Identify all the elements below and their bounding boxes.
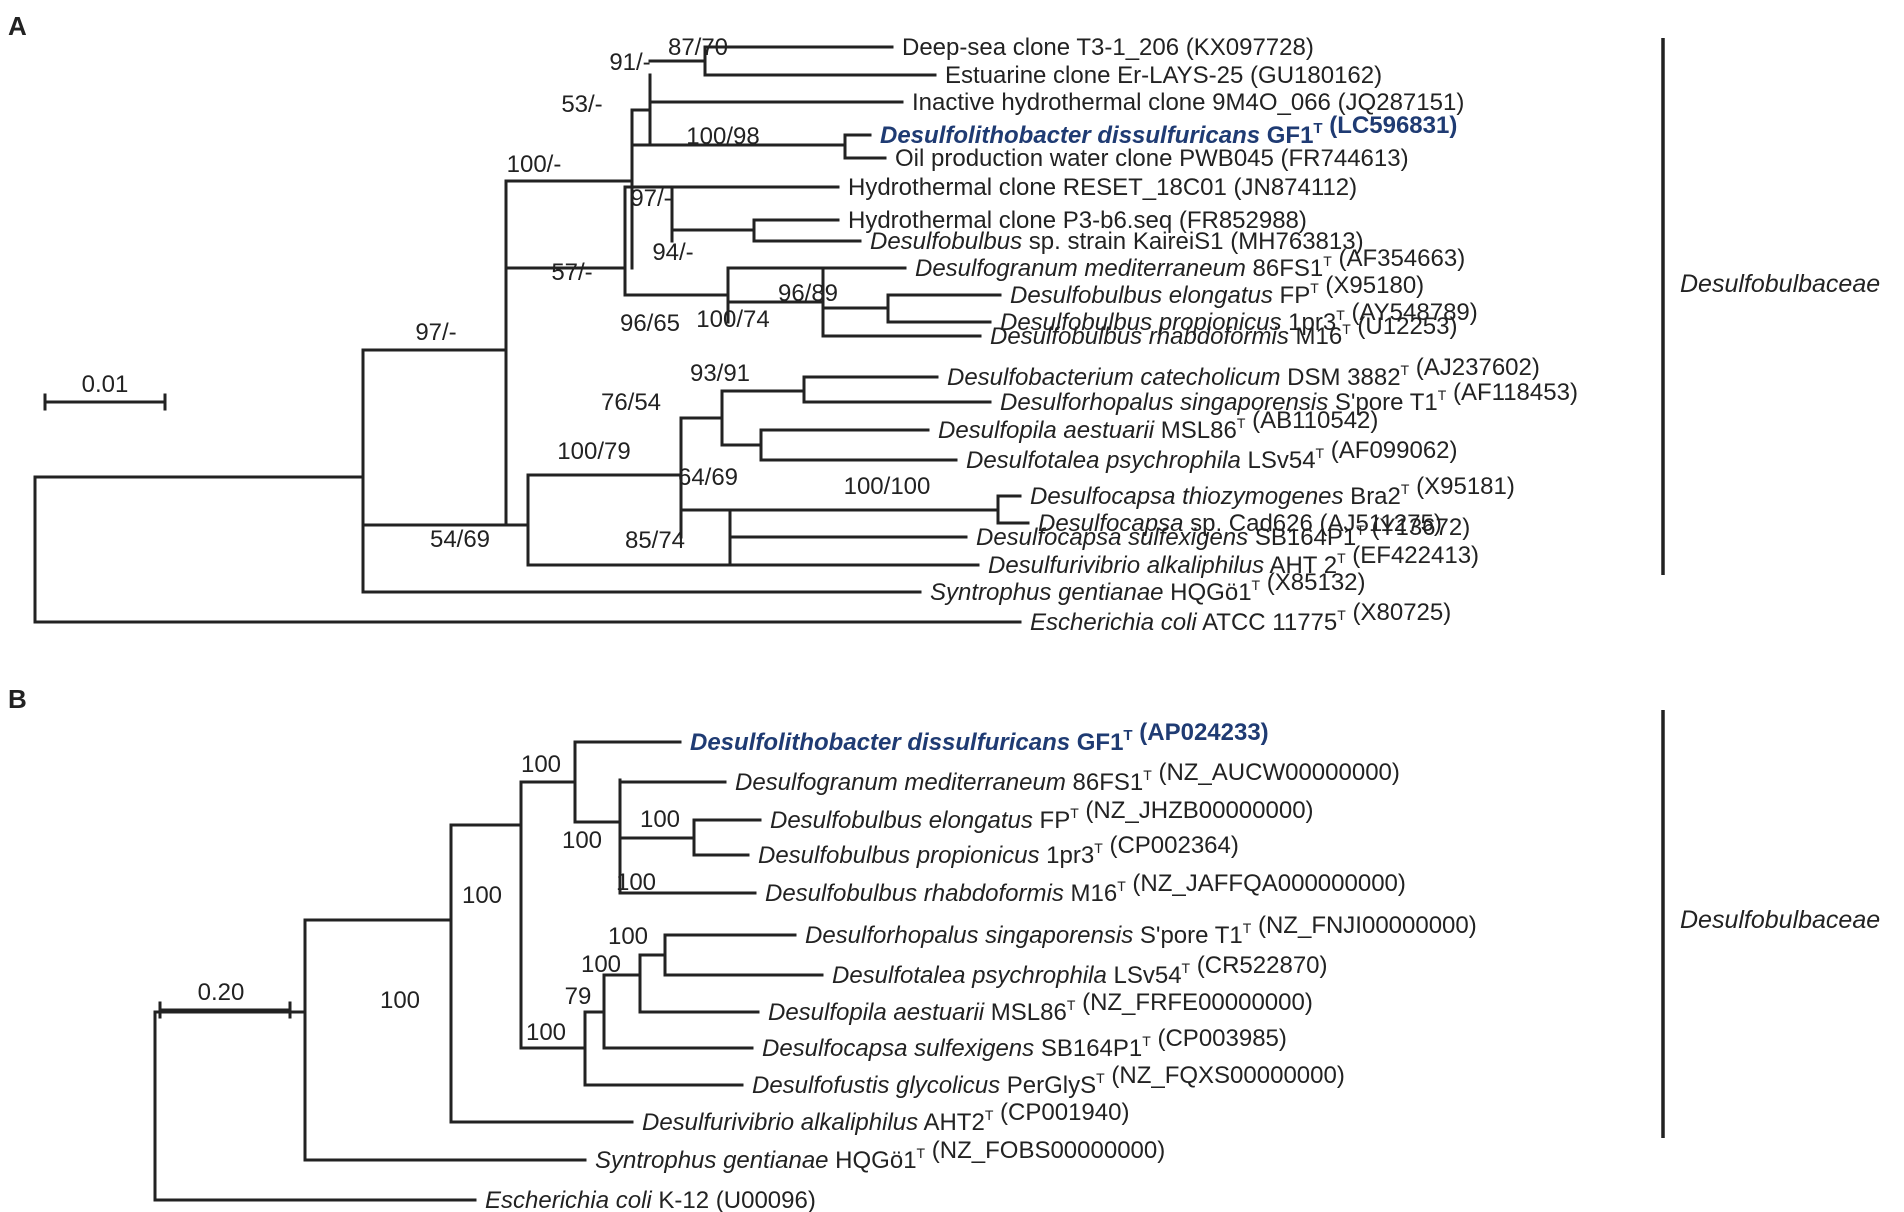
tip-label: Desulfobulbus rhabdoformis M16T (U12253) — [990, 313, 1457, 350]
panel-a-family-label: Desulfobulbaceae — [1680, 270, 1880, 298]
support-value: 93/91 — [690, 360, 750, 387]
support-value: 100/98 — [686, 123, 759, 150]
support-value: 100 — [521, 751, 561, 778]
support-value: 57/- — [551, 259, 592, 286]
support-value: 53/- — [561, 91, 602, 118]
tip-label: Desulfobulbus propionicus 1pr3T (CP00236… — [758, 832, 1239, 869]
tip-label: Desulfotalea psychrophila LSv54T (AF0990… — [966, 437, 1458, 474]
tip-label: Desulfocapsa thiozymogenes Bra2T (X95181… — [1030, 473, 1515, 510]
tip-label: Desulfobulbus rhabdoformis M16T (NZ_JAFF… — [765, 870, 1406, 907]
panel-b-branches — [153, 740, 824, 1202]
panel-a-scale-bar: 0.01 — [43, 371, 167, 411]
support-value: 96/65 — [620, 310, 680, 337]
tip-label: Desulfotalea psychrophila LSv54T (CR5228… — [832, 952, 1328, 989]
panel-a-letter: A — [8, 11, 27, 41]
support-value: 100/79 — [557, 438, 630, 465]
support-value: 87/70 — [668, 34, 728, 61]
panel-b-scale-label: 0.20 — [198, 979, 245, 1006]
panel-a-branches — [33, 45, 1030, 624]
support-value: 85/74 — [625, 527, 685, 554]
tip-label: Desulfogranum mediterraneum 86FS1T (AF35… — [915, 245, 1465, 282]
tip-label: Desulfocapsa sp. Cad626 (AJ511275) — [1038, 510, 1442, 537]
support-value: 91/- — [609, 49, 650, 76]
support-value: 100/74 — [696, 306, 769, 333]
tip-label: Hydrothermal clone RESET_18C01 (JN874112… — [848, 174, 1357, 201]
tip-label: Desulfocapsa sulfexigens SB164P1T (Y1367… — [976, 514, 1470, 551]
tip-label: Desulfopila aestuarii MSL86T (NZ_FRFE000… — [768, 989, 1313, 1026]
tip-label: Estuarine clone Er-LAYS-25 (GU180162) — [945, 62, 1382, 89]
support-value: 100 — [562, 827, 602, 854]
panel-a-supports: 87/70 91/- 53/- 100/98 100/- 97/- 94/- 57/- 96/8… — [415, 34, 930, 554]
tip-label: Desulfogranum mediterraneum 86FS1T (NZ_A… — [735, 759, 1400, 796]
tip-label: Desulfolithobacter dissulfuricans GF1T (… — [690, 719, 1269, 756]
tip-label: Escherichia coli ATCC 11775T (X80725) — [1030, 599, 1451, 636]
tip-label: Desulfolithobacter dissulfuricans GF1T (… — [880, 112, 1457, 149]
support-value: 79 — [565, 983, 592, 1010]
tip-label: Inactive hydrothermal clone 9M4O_066 (JQ… — [912, 89, 1464, 116]
support-value: 97/- — [415, 319, 456, 346]
tip-label: Desulfobulbus sp. strain KaireiS1 (MH763… — [870, 228, 1364, 255]
tip-label: Desulfobulbus elongatus FPT (X95180) — [1010, 272, 1424, 309]
tip-label: Deep-sea clone T3-1_206 (KX097728) — [902, 34, 1314, 61]
support-value: 96/89 — [778, 280, 838, 307]
support-value: 76/54 — [601, 389, 661, 416]
panel-b-scale-bar: 0.20 — [158, 979, 292, 1019]
support-value: 100/- — [507, 151, 562, 178]
tip-label: Desulforhopalus singaporensis S'pore T1T… — [805, 912, 1477, 949]
support-value: 100 — [616, 869, 656, 896]
tip-label: Desulfurivibrio alkaliphilus AHT2T (CP00… — [642, 1099, 1129, 1136]
support-value: 54/69 — [430, 526, 490, 553]
tip-label: Hydrothermal clone P3-b6.seq (FR852988) — [848, 207, 1307, 234]
tip-label: Desulfocapsa sulfexigens SB164P1T (CP003… — [762, 1025, 1287, 1062]
tip-label: Desulfobulbus propionicus 1pr3T (AY54878… — [1000, 299, 1478, 336]
support-value: 100 — [526, 1019, 566, 1046]
support-value: 100 — [640, 806, 680, 833]
panel-a-tips: Deep-sea clone T3-1_206 (KX097728)Estuar… — [848, 34, 1578, 636]
tip-label: Desulfopila aestuarii MSL86T (AB110542) — [938, 407, 1378, 444]
panel-b-letter: B — [8, 684, 27, 714]
tip-label: Syntrophus gentianae HQGö1T (NZ_FOBS0000… — [595, 1137, 1165, 1174]
tip-label: Desulfofustis glycolicus PerGlyST (NZ_FQ… — [752, 1062, 1345, 1099]
panel-b-tips: Desulfolithobacter dissulfuricans GF1T (… — [485, 719, 1477, 1212]
panel-a-scale-label: 0.01 — [82, 371, 129, 398]
panel-b-family-label: Desulfobulbaceae — [1680, 906, 1880, 934]
support-value: 64/69 — [678, 464, 738, 491]
tip-label: Desulfobacterium catecholicum DSM 3882T … — [947, 354, 1540, 391]
support-value: 100 — [581, 951, 621, 978]
support-value: 100/100 — [844, 473, 931, 500]
support-value: 100 — [462, 882, 502, 909]
tip-label: Oil production water clone PWB045 (FR744… — [895, 145, 1409, 172]
tip-label: Desulfurivibrio alkaliphilus AHT 2T (EF4… — [988, 542, 1479, 579]
tip-label: Syntrophus gentianae HQGö1T (X85132) — [930, 569, 1366, 606]
tip-label: Desulforhopalus singaporensis S'pore T1T… — [1000, 379, 1578, 416]
support-value: 94/- — [652, 239, 693, 266]
tip-label: Escherichia coli K-12 (U00096) — [485, 1187, 816, 1212]
tip-label: Desulfobulbus elongatus FPT (NZ_JHZB0000… — [770, 797, 1314, 834]
support-value: 100 — [380, 987, 420, 1014]
support-value: 97/- — [630, 185, 671, 212]
support-value: 100 — [608, 923, 648, 950]
